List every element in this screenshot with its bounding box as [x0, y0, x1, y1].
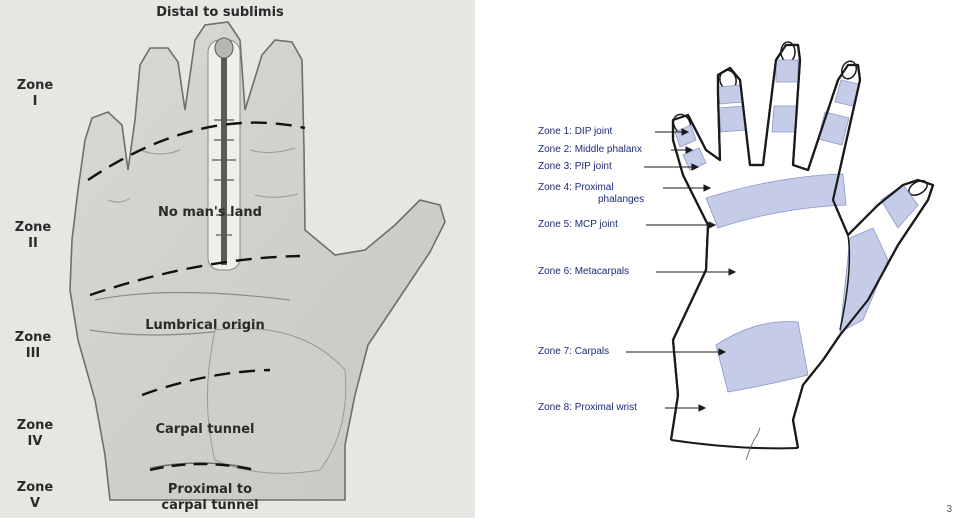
zone-numeral: I	[5, 94, 65, 110]
middle-finger-zone-2-band	[772, 106, 798, 132]
tendon-insertion	[215, 38, 233, 58]
zone-word: Zone	[5, 480, 65, 496]
zone-7-label: Zone 7: Carpals	[538, 346, 609, 358]
leader-arrows	[626, 129, 735, 411]
right-hand-drawing	[478, 0, 955, 518]
right-hand-outline-overlay	[671, 45, 933, 448]
zone-8-label: Zone 8: Proximal wrist	[538, 402, 637, 414]
zone-2-label: Zone 2: Middle phalanx	[538, 144, 642, 156]
zone-numeral: IV	[5, 434, 65, 450]
arrowhead	[704, 185, 710, 191]
index-finger-nail	[839, 59, 858, 81]
ring-finger-zone-2-band	[719, 106, 746, 132]
zone-V-label: Zone V	[5, 480, 65, 512]
carpal-tunnel-label: Carpal tunnel	[135, 422, 275, 438]
page-number: 3	[946, 504, 952, 515]
no-mans-land-label: No man's land	[140, 205, 280, 221]
artist-signature	[746, 428, 760, 460]
zone-III-label: Zone III	[3, 330, 63, 362]
zone-7-band	[716, 321, 808, 392]
zone-4-5-band	[706, 174, 846, 228]
zone-4-label: Zone 4: Proximal phalanges	[538, 182, 644, 206]
left-hand-drawing	[0, 0, 475, 518]
arrowhead	[709, 222, 715, 228]
zone-numeral: II	[3, 236, 63, 252]
lumbrical-origin-label: Lumbrical origin	[125, 318, 285, 334]
distal-to-sublimis-label: Distal to sublimis	[135, 5, 305, 21]
proximal-to-carpal-tunnel-label: Proximal to carpal tunnel	[120, 482, 300, 514]
zone-numeral: III	[3, 346, 63, 362]
zone-IV-label: Zone IV	[5, 418, 65, 450]
thenar-zone-band	[840, 228, 888, 332]
zone-word: Zone	[5, 418, 65, 434]
zone-3-label: Zone 3: PIP joint	[538, 161, 612, 173]
zone-II-label: Zone II	[3, 220, 63, 252]
zone-numeral: V	[5, 496, 65, 512]
middle-finger-zone-1-band	[776, 60, 798, 82]
zone-4-line1: Zone 4: Proximal	[538, 182, 644, 194]
zone-6-label: Zone 6: Metacarpals	[538, 266, 629, 278]
proximal-line1: Proximal to	[120, 482, 300, 498]
wrist-cut-line	[671, 440, 798, 448]
left-hand-diagram: Distal to sublimis Zone I Zone II Zone I…	[0, 0, 475, 518]
zone-word: Zone	[3, 220, 63, 236]
zone-I-label: Zone I	[5, 78, 65, 110]
arrowhead	[729, 269, 735, 275]
proximal-line2: carpal tunnel	[120, 498, 300, 514]
right-hand-diagram: Zone 1: DIP joint Zone 2: Middle phalanx…	[478, 0, 955, 518]
zone-word: Zone	[5, 78, 65, 94]
zone-5-label: Zone 5: MCP joint	[538, 219, 618, 231]
zone-word: Zone	[3, 330, 63, 346]
zone-1-label: Zone 1: DIP joint	[538, 126, 612, 138]
ring-finger-zone-1-band	[718, 85, 742, 104]
zone-4-line2: phalanges	[538, 194, 644, 206]
arrowhead	[699, 405, 705, 411]
